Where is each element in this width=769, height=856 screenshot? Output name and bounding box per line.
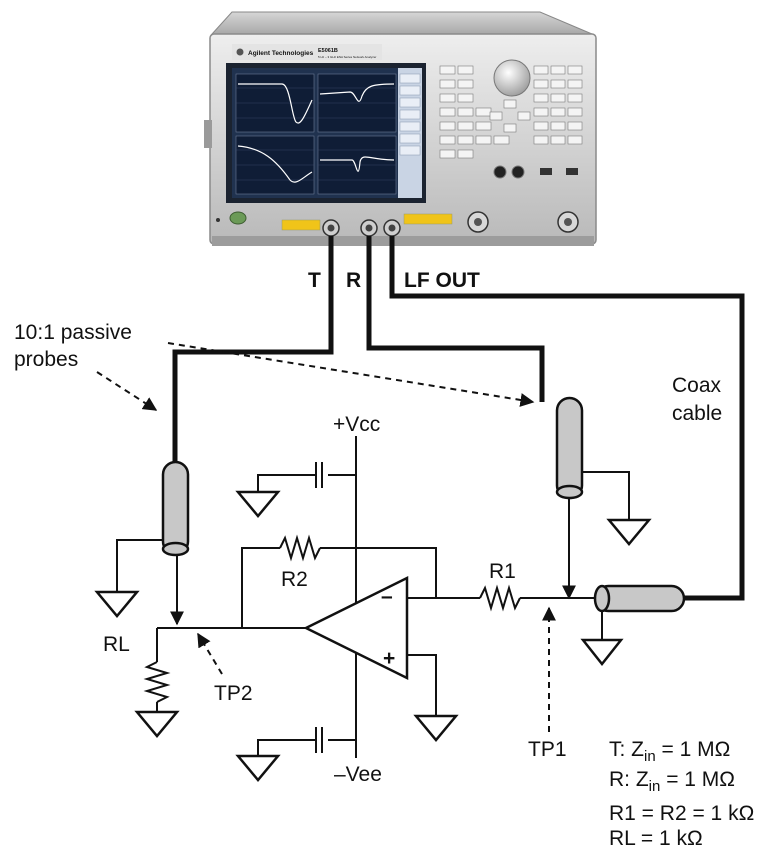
noninverting-input-wire [407,654,437,716]
spec-rl: RL = 1 kΩ [609,827,703,850]
ground-icon [235,490,281,518]
coax-connector [593,584,686,613]
tp1-label: TP1 [528,738,567,761]
arrow-keys [489,99,531,133]
probes-label-line2: probes [14,348,78,371]
probe-r [555,396,584,500]
bnc-port-r [360,219,378,237]
port-label-r: R [346,269,361,292]
front-jack [511,165,525,179]
usb-port [540,168,552,175]
cable-lfout [389,236,745,601]
keypad-right [533,65,583,145]
bnc-port-t [322,219,340,237]
cap-top-ground-wire [257,474,316,492]
keypad-left [439,65,510,159]
agilent-logo-icon [236,48,244,56]
brand-text: Agilent Technologies [248,50,314,57]
ground-icon [580,638,624,667]
port-label-t: T [308,269,321,292]
usb-port [566,168,578,175]
cable-r [366,236,545,402]
probe-t-ground-lead [116,539,163,592]
probe-pointer-arrow-left [96,371,158,411]
ground-icon [94,590,140,618]
spec-r1-r2: R1 = R2 = 1 kΩ [609,802,754,825]
bnc-port-lfout [383,219,401,237]
ground-icon [413,714,459,742]
rf-port-1 [467,211,489,233]
spec-t-zin: T: Zin = 1 MΩ [609,738,730,765]
ground-icon [235,754,281,782]
vee-label: –Vee [334,763,382,786]
spec-r-zin: R: Zin = 1 MΩ [609,768,735,795]
tp2-label: TP2 [214,682,253,705]
brand-bar [232,44,382,60]
tp2-pointer-arrow [197,632,223,675]
probe-t [161,460,190,557]
resistor-r1 [479,584,521,612]
probe-r-ground-lead [582,471,630,520]
vcc-label: +Vcc [333,413,380,436]
r1-label: R1 [489,560,516,583]
ground-icon [606,518,652,546]
rf-port-2 [557,211,579,233]
feedback-wire-right [320,547,437,598]
rotary-knob [493,59,531,97]
resistor-r2 [279,534,321,562]
coax-label-line1: Coax [672,374,722,397]
op-amp [303,575,409,681]
port-label-lfout: LF OUT [404,269,480,292]
decoupling-capacitor-bottom [315,727,323,753]
cap-bottom-ground-wire [257,739,316,756]
network-analyzer: Agilent Technologies E5061B 5 Hz – 3 GHz… [204,11,597,246]
probe-pointer-arrow-right [167,342,535,407]
rl-label: RL [103,633,130,656]
decoupling-capacitor-top [315,462,323,488]
model-text: E5061B [318,48,338,54]
opamp-minus-label: – [381,585,393,608]
opamp-plus-label: + [383,647,395,670]
feedback-wire-left [241,547,280,628]
model-subtitle: 5 Hz – 3 GHz ENA Series Network Analyzer [318,55,376,59]
probes-label-line1: 10:1 passive [14,321,132,344]
resistor-rl [143,661,171,703]
ground-icon [134,710,180,738]
front-jack [493,165,507,179]
r2-label: R2 [281,568,308,591]
power-button-icon [229,211,247,225]
cable-t [172,236,334,462]
coax-label-line2: cable [672,402,722,425]
